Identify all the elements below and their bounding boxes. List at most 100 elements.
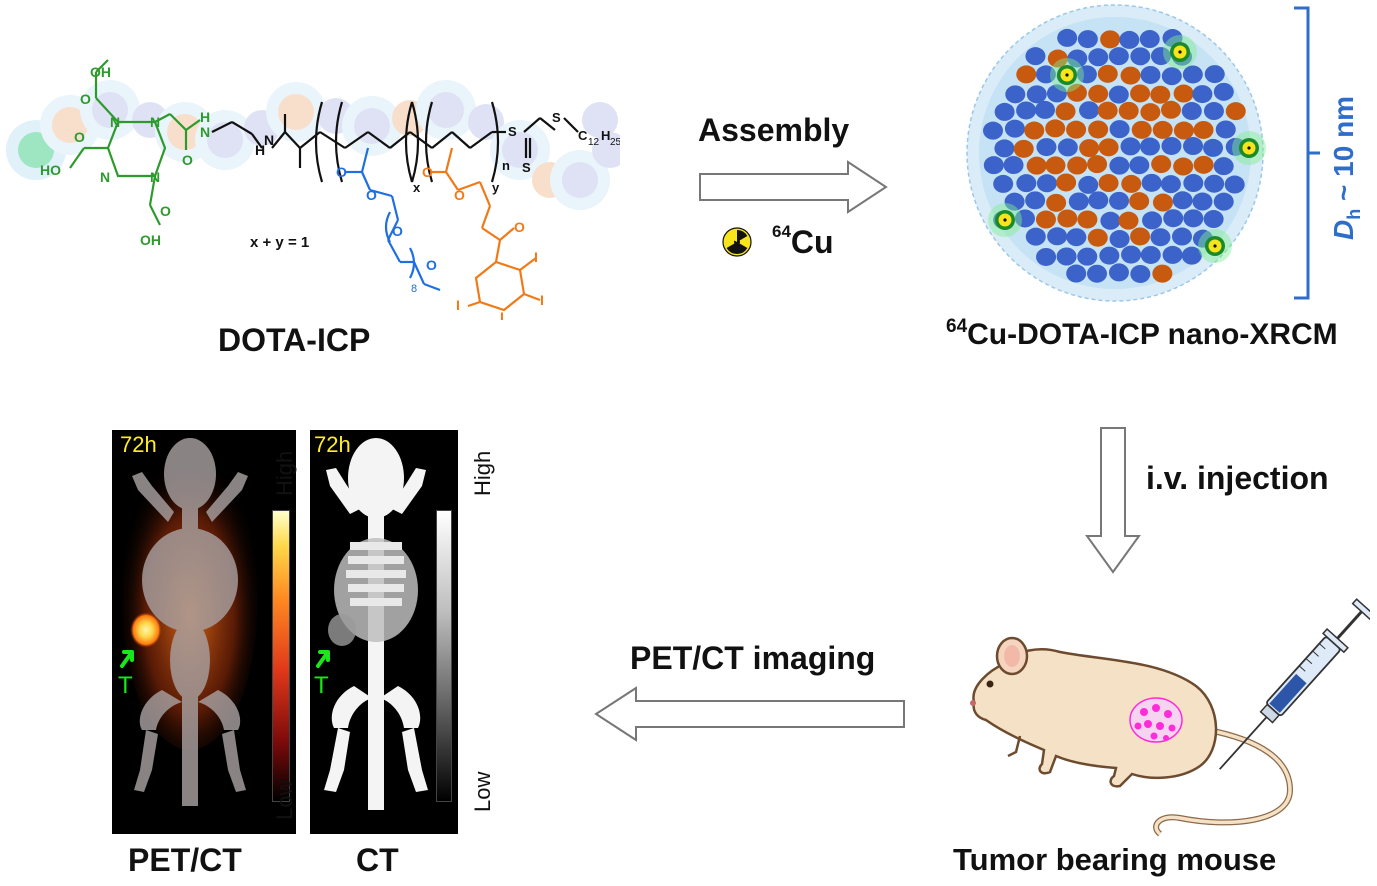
ester-o-2: O bbox=[454, 187, 465, 203]
ct-time: 72h bbox=[314, 432, 351, 457]
mouse-nose bbox=[970, 700, 976, 706]
micelle-bead-blue bbox=[1224, 175, 1245, 194]
micelle-bead-orange bbox=[1047, 49, 1068, 68]
atom-nh-h-2: H bbox=[255, 142, 265, 158]
ct-label: CT bbox=[356, 842, 399, 878]
mouse-eye bbox=[986, 680, 994, 688]
micelle-bead-blue bbox=[1003, 156, 1024, 175]
micelle-bead-blue bbox=[1139, 30, 1160, 49]
micelle-bead-orange bbox=[1056, 173, 1077, 192]
micelle-bead-blue bbox=[1140, 65, 1161, 84]
peg-o-3: O bbox=[392, 223, 403, 239]
micelle-bead-blue bbox=[1016, 174, 1037, 193]
micelle-bead-orange bbox=[1193, 155, 1214, 174]
micelle-bead-orange bbox=[1088, 120, 1109, 139]
micelle-bead-blue bbox=[1172, 191, 1193, 210]
radiolabel-dot bbox=[1247, 146, 1251, 150]
micelle-bead-blue bbox=[1181, 246, 1202, 265]
micelle-bead-blue bbox=[1088, 48, 1109, 67]
micelle-bead-blue bbox=[1036, 138, 1057, 157]
atom-ho: HO bbox=[40, 162, 61, 178]
imaging-label: PET/CT imaging bbox=[630, 640, 876, 676]
linker-backbone bbox=[211, 101, 579, 183]
ct-scale-high: High bbox=[470, 450, 495, 496]
micelle-bead-orange bbox=[1121, 174, 1142, 193]
petct-label: PET/CT bbox=[128, 842, 242, 878]
micelle-bead-orange bbox=[1173, 84, 1194, 103]
micelle-bead-orange bbox=[1225, 102, 1246, 121]
micelle-bead-blue bbox=[983, 121, 1004, 140]
peg-o-1: O bbox=[336, 164, 347, 180]
atom-amide-o: O bbox=[182, 152, 193, 168]
atom-h-sub: 25 bbox=[610, 137, 620, 148]
atom-n-4: N bbox=[150, 169, 160, 185]
micelle-bead-blue bbox=[1163, 209, 1184, 228]
micelle-bead-blue bbox=[1099, 246, 1120, 265]
micelle-bead-orange bbox=[1098, 138, 1119, 157]
micelle-bead-orange bbox=[1150, 85, 1171, 104]
micelle-bead-blue bbox=[1004, 192, 1025, 211]
atom-c: C bbox=[578, 128, 588, 143]
petct-marker: T bbox=[118, 672, 133, 699]
micelle-bead-blue bbox=[1066, 228, 1087, 247]
micelle-bead-orange bbox=[1087, 228, 1108, 247]
micelle-bead-orange bbox=[1100, 30, 1121, 49]
micelle-bead-orange bbox=[1120, 66, 1141, 85]
imaging-arrow bbox=[594, 686, 905, 742]
micelle-bead-blue bbox=[1215, 120, 1236, 139]
ct-tumor-region bbox=[328, 614, 356, 646]
ester-o-1: O bbox=[422, 164, 433, 180]
micelle-bead-orange bbox=[1016, 65, 1037, 84]
petct-mouse-image bbox=[120, 438, 258, 806]
micelle-bead-blue bbox=[1160, 175, 1181, 194]
micelle-bead-blue bbox=[993, 174, 1014, 193]
ct-mouse-image bbox=[316, 438, 428, 810]
micelle-bead-blue bbox=[1068, 192, 1089, 211]
micelle-bead-orange bbox=[1130, 84, 1151, 103]
micelle-bead-blue bbox=[1192, 192, 1213, 211]
micelle-name-text: Cu-DOTA-ICP nano-XRCM bbox=[967, 318, 1338, 351]
micelle-bead-blue bbox=[1162, 245, 1183, 264]
peg-o-2: O bbox=[366, 187, 377, 203]
atom-c-sub: 12 bbox=[588, 137, 600, 148]
micelle-bead-blue bbox=[1005, 85, 1026, 104]
micelle-bead-orange bbox=[1151, 155, 1172, 174]
atom-o-3: O bbox=[160, 203, 171, 219]
injection-label: i.v. injection bbox=[1146, 460, 1329, 496]
atom-nh-n-2: N bbox=[264, 132, 274, 148]
assembly-arrow bbox=[699, 160, 888, 214]
micelle-bead-orange bbox=[1077, 210, 1098, 229]
micelle-bead-blue bbox=[1183, 137, 1204, 156]
micelle-bead-orange bbox=[1130, 227, 1151, 246]
micelle-bead-orange bbox=[1013, 139, 1034, 158]
subscript-y: y bbox=[492, 180, 500, 195]
micelle-bead-blue bbox=[1140, 245, 1161, 264]
micelle-bead-blue bbox=[1016, 101, 1037, 120]
micelle-bead-orange bbox=[1066, 83, 1087, 102]
radiolabel-dot bbox=[1213, 244, 1217, 248]
micelle-bead-blue bbox=[1171, 227, 1192, 246]
iodine-1: I bbox=[534, 249, 538, 265]
petct-colorbar bbox=[272, 510, 290, 802]
atom-n-3: N bbox=[100, 169, 110, 185]
micelle-bead-blue bbox=[1203, 210, 1224, 229]
radiolabel-dot bbox=[1065, 73, 1069, 77]
micelle-bead-blue bbox=[1079, 101, 1100, 120]
atom-o-1: O bbox=[80, 91, 91, 107]
petct-scale-high: High bbox=[272, 450, 297, 496]
radiolabel-dot bbox=[1178, 50, 1182, 54]
micelle-bead-orange bbox=[1160, 100, 1181, 119]
ct-skeleton bbox=[324, 438, 428, 810]
injection-arrow bbox=[1085, 427, 1141, 574]
micelle-bead-blue bbox=[1204, 65, 1225, 84]
micelle-bead-orange bbox=[1129, 192, 1150, 211]
petct-tumor-arrow bbox=[120, 650, 134, 668]
micelle-bead-blue bbox=[1047, 227, 1068, 246]
polymer-drawing: OH O HO O OH O N N N N H N O bbox=[6, 59, 628, 325]
micelle-bead-blue bbox=[1109, 191, 1130, 210]
micelle-bead-blue bbox=[1108, 263, 1129, 282]
hydrodynamic-diameter-label: Dh ~ 10 nm bbox=[1328, 96, 1364, 240]
micelle-bead-blue bbox=[1025, 47, 1046, 66]
atom-n-1: N bbox=[110, 114, 120, 130]
peg-side-chain bbox=[346, 147, 441, 292]
